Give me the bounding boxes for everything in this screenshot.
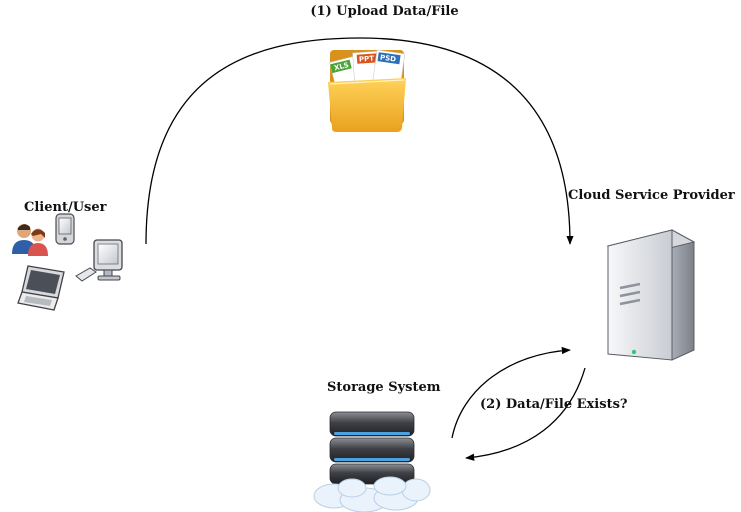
client-icons [12, 213, 123, 311]
upload-label: (1) Upload Data/File [0, 4, 741, 20]
storage-system-label: Storage System [327, 380, 441, 395]
folder-tab-psd: PSD [380, 54, 397, 64]
response-arrow [451, 346, 571, 439]
upload-label-text: (1) Upload Data/File [310, 4, 459, 19]
data-exists-label: (2) Data/File Exists? [480, 397, 628, 412]
folder-tab-ppt: PPT [359, 55, 375, 64]
cloud-provider-label: Cloud Service Provider [568, 188, 735, 203]
folder-icon: XLS PPT PSD [328, 49, 406, 132]
database-cloud-icon [313, 411, 431, 512]
pda-icon [55, 213, 75, 245]
server-tower-icon [606, 229, 696, 361]
folder-tab-xls: XLS [333, 61, 349, 72]
laptop-icon [17, 265, 65, 311]
client-label: Client/User [24, 200, 107, 215]
desktop-computer-icon [75, 239, 123, 282]
users-icon [12, 224, 48, 256]
upload-arrow [145, 37, 574, 245]
query-arrow [465, 367, 586, 461]
